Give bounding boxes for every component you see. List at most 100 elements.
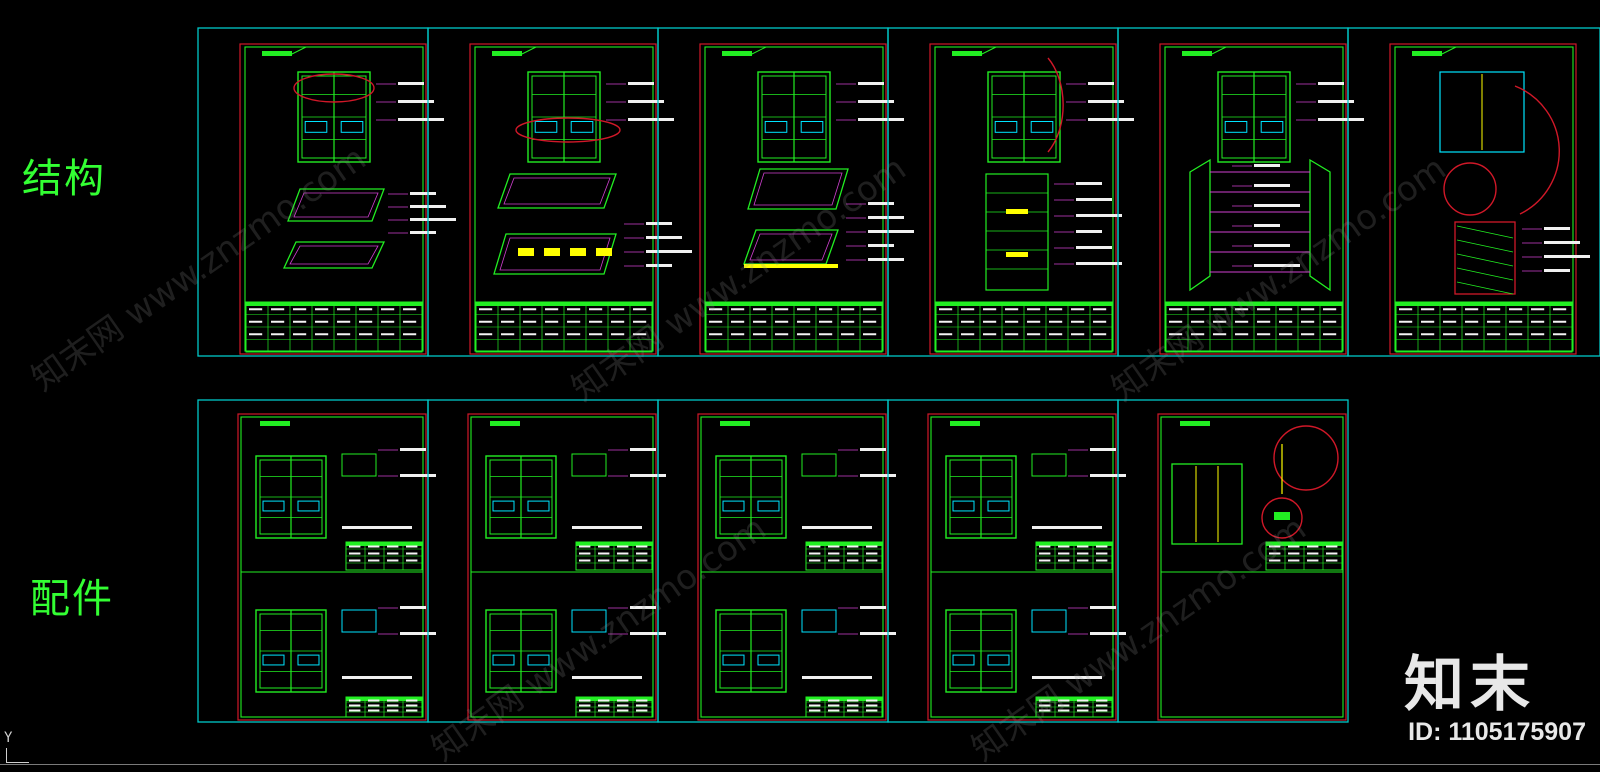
title-block-text — [1323, 308, 1337, 311]
callout-label — [646, 264, 672, 267]
part-note-text — [572, 676, 642, 679]
title-block-text — [1213, 333, 1227, 336]
title-block-text — [1058, 545, 1070, 548]
title-block-text — [1509, 333, 1523, 336]
title-block-text — [819, 308, 833, 311]
title-block-text — [1093, 308, 1107, 311]
title-block-text — [1235, 320, 1249, 323]
title-block-text — [863, 308, 877, 311]
callout-label — [646, 222, 672, 225]
title-block-text — [1071, 333, 1085, 336]
title-block-text — [598, 559, 610, 562]
sheet-border — [1117, 399, 1349, 723]
title-block-text — [731, 333, 745, 336]
sheet-title-tab — [262, 51, 292, 56]
title-block-text — [847, 709, 859, 712]
sheet-border — [887, 27, 1119, 357]
callout-label — [1076, 262, 1122, 265]
side-elevation — [985, 173, 1049, 291]
title-block-text — [1077, 545, 1089, 548]
ucs-y-label: Y — [4, 730, 13, 746]
part-note-text — [802, 526, 872, 529]
title-block-text — [866, 545, 878, 548]
callout-label — [400, 632, 436, 635]
title-block-text — [809, 704, 821, 707]
part-note-text — [342, 676, 412, 679]
title-block-text — [368, 552, 380, 555]
cabinet-drawer — [1260, 121, 1284, 133]
cabinet-drawer — [1224, 121, 1248, 133]
title-block-text — [598, 704, 610, 707]
title-block-text — [1288, 559, 1300, 562]
title-block-text — [359, 333, 373, 336]
title-block-text — [579, 545, 591, 548]
drawing-frame — [1159, 43, 1347, 355]
callout-label — [628, 100, 664, 103]
title-block-text — [611, 333, 625, 336]
title-block-text — [961, 333, 975, 336]
title-block-text — [1049, 333, 1063, 336]
sheet-border — [197, 27, 429, 357]
panel-inner — [289, 245, 379, 265]
title-block-text — [579, 704, 591, 707]
door-leaf-left — [1189, 158, 1211, 292]
sheet-border — [1347, 27, 1600, 357]
title-block-text — [847, 552, 859, 555]
part-detail-top — [571, 453, 607, 477]
title-block-text — [636, 552, 648, 555]
title-block-text — [1531, 320, 1545, 323]
callout-label — [1076, 214, 1122, 217]
callout-label — [1076, 182, 1102, 185]
title-block-text — [828, 552, 840, 555]
title-block-text — [961, 320, 975, 323]
title-block-text — [617, 704, 629, 707]
title-block-text — [545, 333, 559, 336]
title-block-text — [939, 320, 953, 323]
cabinet-drawer — [722, 500, 745, 512]
sheet-title-tab-slant — [751, 46, 767, 55]
callout-label — [860, 448, 886, 451]
part-note-text — [342, 526, 412, 529]
title-block-text — [1323, 333, 1337, 336]
callout-label — [1088, 100, 1124, 103]
callout-label — [630, 632, 666, 635]
callout-label — [630, 448, 656, 451]
cabinet-drawer — [527, 654, 550, 666]
sheet-title-tab-slant — [291, 46, 307, 55]
detail-callout-arc — [1514, 85, 1560, 215]
title-block-text — [579, 709, 591, 712]
cabinet-elevation — [1171, 463, 1243, 545]
title-block-text — [1421, 308, 1435, 311]
callout-label — [1544, 227, 1570, 230]
command-line-divider — [0, 764, 1600, 765]
title-block-text — [406, 699, 418, 702]
title-block-text — [567, 333, 581, 336]
title-block-text — [368, 545, 380, 548]
title-block-text — [1279, 320, 1293, 323]
title-block-text — [797, 320, 811, 323]
part-detail-bottom — [801, 609, 837, 633]
callout-label — [400, 606, 426, 609]
title-block-text — [1399, 320, 1413, 323]
section-hatch — [1456, 239, 1514, 253]
part-note-text — [572, 526, 642, 529]
title-block-text — [1465, 333, 1479, 336]
title-block-text — [753, 320, 767, 323]
title-block-text — [589, 308, 603, 311]
title-block-text — [1191, 333, 1205, 336]
title-block-text — [1301, 320, 1315, 323]
title-block-text — [809, 559, 821, 562]
title-block-text — [523, 308, 537, 311]
cabinet-drawer — [952, 654, 975, 666]
title-block-text — [1235, 308, 1249, 311]
row-label-structure: 结构 — [22, 156, 106, 202]
title-block-text — [809, 545, 821, 548]
title-block-text — [753, 308, 767, 311]
callout-label — [646, 250, 692, 253]
brand-id: ID: 1105175907 — [1408, 718, 1586, 746]
title-block-text — [387, 709, 399, 712]
detail-bubble — [1443, 162, 1497, 216]
cabinet-drawer — [757, 500, 780, 512]
title-block-text — [403, 308, 417, 311]
